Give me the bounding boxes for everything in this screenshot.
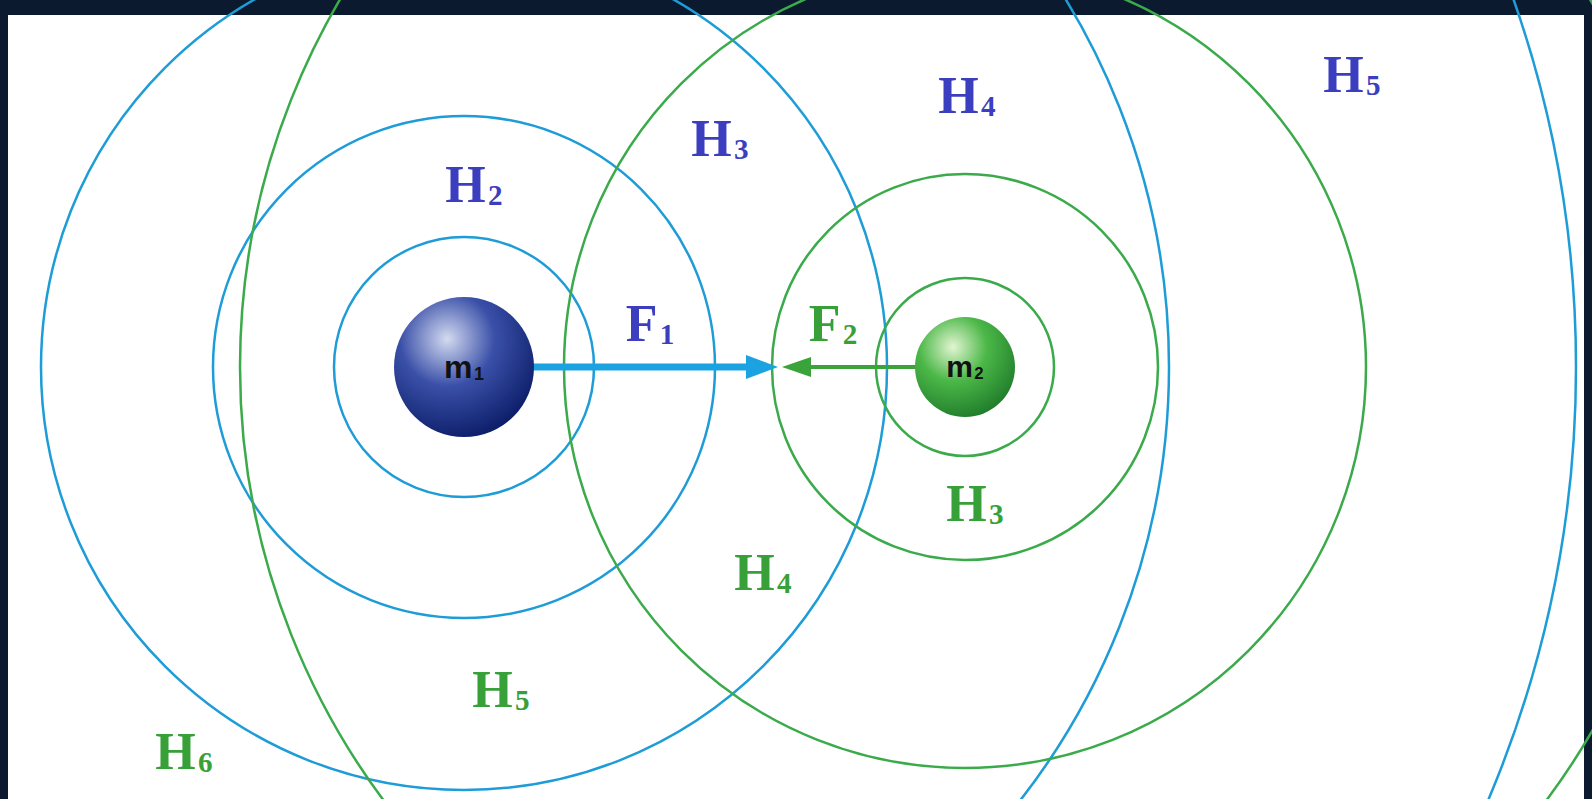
field-label: H3 <box>946 478 1003 530</box>
field-circle <box>0 0 1169 799</box>
force-arrow-shaft <box>808 365 916 369</box>
field-label: H5 <box>1323 49 1380 101</box>
force-arrowhead <box>782 357 811 377</box>
force-label: F2 <box>809 298 858 350</box>
mass-label: m1 <box>444 351 484 383</box>
mass-sphere: m2 <box>914 316 1016 418</box>
subscript-index: 5 <box>515 684 530 716</box>
green-field-circles <box>240 0 1592 799</box>
symbol-letter: m <box>444 349 472 385</box>
mass-label: m2 <box>946 352 983 382</box>
field-circle <box>240 0 1592 799</box>
subscript-index: 3 <box>989 498 1004 530</box>
symbol-letter: H <box>472 661 512 718</box>
symbol-letter: H <box>734 544 774 601</box>
force-arrow-shaft <box>532 364 748 371</box>
symbol-letter: H <box>946 475 986 532</box>
field-circle <box>772 174 1158 560</box>
subscript-index: 5 <box>1366 69 1381 101</box>
subscript-index: 2 <box>843 318 858 350</box>
sphere-body <box>915 317 1015 417</box>
mass-sphere: m1 <box>393 296 535 438</box>
subscript-index: 4 <box>777 567 792 599</box>
field-circle <box>41 0 887 790</box>
symbol-letter: H <box>1323 46 1363 103</box>
symbol-letter: F <box>626 295 658 352</box>
field-label: H2 <box>445 159 502 211</box>
subscript-index: 6 <box>198 746 213 778</box>
mass-label-holder: m2 <box>914 316 1016 418</box>
field-label: H5 <box>472 664 529 716</box>
subscript-index: 1 <box>660 318 675 350</box>
subscript-index: 1 <box>474 364 484 384</box>
field-label: H3 <box>691 113 748 165</box>
field-label: H4 <box>734 547 791 599</box>
white-ground <box>8 15 1584 799</box>
symbol-letter: H <box>938 67 978 124</box>
symbol-letter: m <box>946 350 973 383</box>
subscript-index: 4 <box>981 90 996 122</box>
symbol-letter: H <box>445 156 485 213</box>
field-label: H4 <box>938 70 995 122</box>
field-circle <box>564 0 1366 768</box>
symbol-letter: H <box>155 723 195 780</box>
force-label: F1 <box>626 298 675 350</box>
symbol-letter: H <box>691 110 731 167</box>
sphere-body <box>394 297 534 437</box>
force-arrowhead <box>746 355 778 379</box>
field-label: H6 <box>155 726 212 778</box>
symbol-letter: F <box>809 295 841 352</box>
force-arrows <box>532 355 916 379</box>
mass-label-holder: m1 <box>393 296 535 438</box>
subscript-index: 2 <box>974 364 983 383</box>
subscript-index: 2 <box>488 179 503 211</box>
subscript-index: 3 <box>734 133 749 165</box>
